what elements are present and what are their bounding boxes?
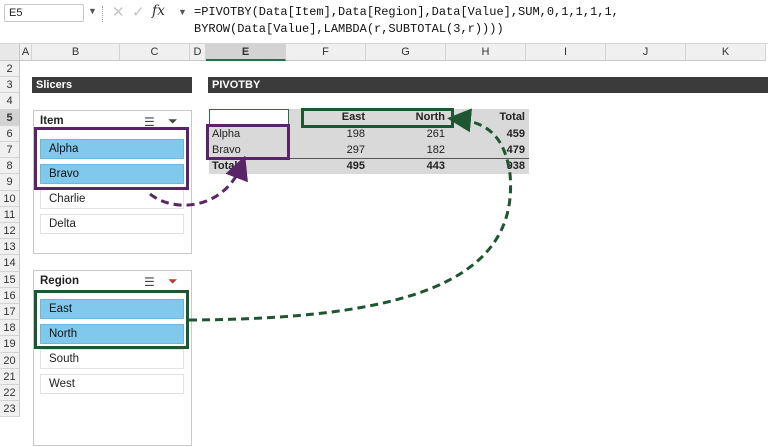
filter-icon[interactable]: ⏷ [168,114,178,128]
row-header-8[interactable]: 8 [0,158,20,175]
row-header-15[interactable]: 15 [0,271,20,288]
slicer-item-delta[interactable]: Delta [40,214,184,234]
column-header-i[interactable]: I [526,44,606,61]
slicer-item-west[interactable]: West [40,374,184,394]
slicers-section-title: Slicers [32,77,192,93]
row-header-14[interactable]: 14 [0,255,20,272]
pivot-total-cell: 495 [346,160,365,172]
select-all-corner[interactable] [0,44,20,61]
column-header-j[interactable]: J [606,44,686,61]
row-header-12[interactable]: 12 [0,223,20,240]
row-header-9[interactable]: 9 [0,174,20,191]
row-header-3[interactable]: 3 [0,77,20,94]
green-arrow [188,108,513,322]
row-header-19[interactable]: 19 [0,336,20,353]
pivot-cell: 261 [426,128,445,140]
row-header-4[interactable]: 4 [0,93,20,110]
slicer-item-charlie[interactable]: Charlie [40,189,184,209]
column-header-h[interactable]: H [446,44,526,61]
row-header-6[interactable]: 6 [0,125,20,142]
column-header-d[interactable]: D [190,44,206,61]
row-header-18[interactable]: 18 [0,320,20,337]
pivot-row-label: Bravo [212,144,241,156]
formula-input[interactable]: =PIVOTBY(Data[Item],Data[Region],Data[Va… [194,4,619,38]
region-selection-highlight [34,290,189,349]
slicer-title: Item [40,115,64,127]
column-header-e[interactable]: E [206,44,286,61]
enter-icon[interactable]: ✓ [132,4,145,21]
column-header-g[interactable]: G [366,44,446,61]
row-header-10[interactable]: 10 [0,190,20,207]
pivotby-section-title: PIVOTBY [208,77,768,93]
pivot-cell: 198 [346,128,365,140]
slicer-item-south[interactable]: South [40,349,184,369]
row-header-13[interactable]: 13 [0,239,20,256]
pivot-row-total: 459 [506,128,525,140]
multi-select-icon[interactable]: ☰ [144,275,155,289]
pivot-total-cell: 443 [426,160,445,172]
slicer-item-alpha[interactable]: Alpha [40,139,184,159]
annotation-arrows [149,108,513,322]
pivot-row-total: 479 [506,144,525,156]
separator [102,6,103,22]
insert-function-icon[interactable]: fx [152,3,166,19]
column-header-k[interactable]: K [686,44,766,61]
slicer-item-east[interactable]: East [40,299,184,319]
pivot-cell: 182 [426,144,445,156]
row-header-22[interactable]: 22 [0,385,20,402]
formula-line-1: =PIVOTBY(Data[Item],Data[Region],Data[Va… [194,5,619,19]
formula-bar: E5 ▼ ✕ ✓ fx ▼ =PIVOTBY(Data[Item],Data[R… [0,0,768,44]
column-header-b[interactable]: B [32,44,120,61]
slicer-item-north[interactable]: North [40,324,184,344]
slicer-item-bravo[interactable]: Bravo [40,164,184,184]
column-header-a[interactable]: A [20,44,32,61]
pivot-grand-total: 938 [506,160,525,172]
item-slicer[interactable]: Item ☰ ⏷ Alpha Bravo Charlie Delta [33,110,192,254]
column-header-c[interactable]: C [120,44,190,61]
row-header-7[interactable]: 7 [0,142,20,159]
pivot-row-label: Alpha [212,128,241,140]
row-header-21[interactable]: 21 [0,368,20,385]
region-slicer[interactable]: Region ☰ ⏷ East North South West [33,270,192,446]
row-header-2[interactable]: 2 [0,61,20,78]
slicer-title: Region [40,275,79,287]
pivot-header-total: Total [499,111,525,123]
chevron-down-icon[interactable]: ▼ [88,6,97,16]
pivot-rows-highlight [206,124,290,160]
formula-line-2: BYROW(Data[Value],LAMBDA(r,SUBTOTAL(3,r)… [194,22,504,36]
pivot-corner-cell [209,109,289,125]
pivot-total-divider [209,158,529,159]
row-header-20[interactable]: 20 [0,352,20,369]
pivot-header-north: North [415,111,445,123]
pivot-header-east: East [341,111,365,123]
row-header-5[interactable]: 5 [0,109,20,126]
item-selection-highlight [34,127,189,190]
multi-select-icon[interactable]: ☰ [144,115,155,129]
row-header-23[interactable]: 23 [0,401,20,418]
row-header-17[interactable]: 17 [0,304,20,321]
chevron-down-icon[interactable]: ▼ [178,7,187,17]
cancel-icon[interactable]: ✕ [112,4,125,21]
name-box[interactable]: E5 [4,4,84,22]
column-header-f[interactable]: F [286,44,366,61]
purple-arrow [149,155,248,207]
pivot-cell: 297 [346,144,365,156]
clear-filter-icon[interactable]: ⏷ [168,274,178,288]
row-header-11[interactable]: 11 [0,206,20,223]
row-header-16[interactable]: 16 [0,287,20,304]
